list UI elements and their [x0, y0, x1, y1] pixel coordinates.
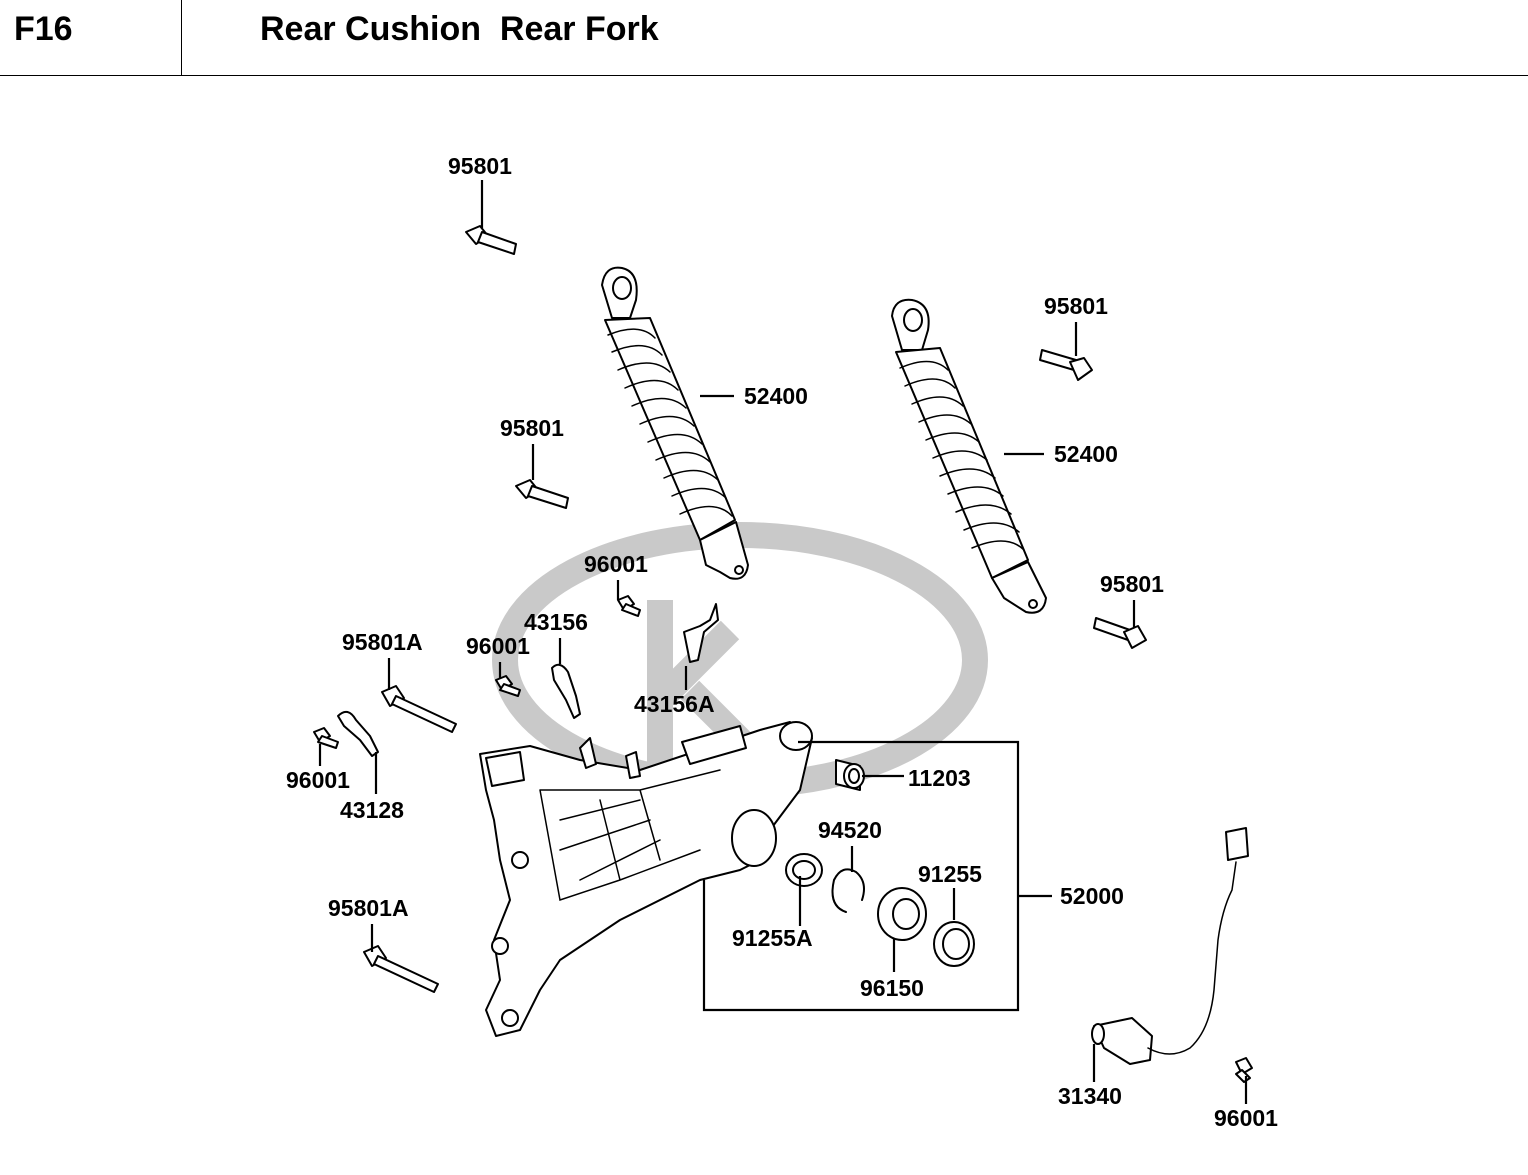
- callout-91255: 91255: [918, 861, 982, 887]
- circlip-icon: [831, 868, 865, 913]
- callout-96150: 96150: [860, 975, 924, 1001]
- bolt-icon: [465, 225, 517, 255]
- bearing-icon: [877, 887, 927, 941]
- clamp-icon: [683, 603, 719, 663]
- clamp-icon: [551, 663, 581, 719]
- callout-94520: 94520: [818, 817, 882, 843]
- rear-fork-icon: [479, 721, 813, 1037]
- bushing-icon: [835, 759, 865, 791]
- bolt-icon: [1039, 349, 1093, 381]
- callout-96001-upper: 96001: [584, 551, 648, 577]
- bolt-icon: [363, 945, 439, 993]
- callout-96001-mid: 96001: [466, 633, 530, 659]
- seal-icon: [933, 921, 975, 967]
- callout-43128: 43128: [340, 797, 404, 823]
- callout-95801-top: 95801: [448, 153, 512, 179]
- screw-icon: [313, 727, 339, 749]
- bolt-icon: [515, 479, 569, 509]
- header-divider: [181, 0, 182, 76]
- header-rule: [0, 75, 1528, 76]
- callout-96001-sensor: 96001: [1214, 1105, 1278, 1131]
- callout-91255a: 91255A: [732, 925, 813, 951]
- screw-icon: [617, 595, 641, 617]
- callout-96001-left: 96001: [286, 767, 350, 793]
- callout-52000: 52000: [1060, 883, 1124, 909]
- bolt-icon: [381, 685, 457, 733]
- section-code: F16: [14, 10, 73, 48]
- callout-43156a: 43156A: [634, 691, 715, 717]
- screw-icon: [495, 675, 521, 697]
- shock-absorber-icon: [601, 266, 749, 580]
- assembly-box: [702, 740, 1020, 1012]
- callout-52400-left: 52400: [744, 383, 808, 409]
- seal-icon: [785, 853, 823, 887]
- callout-95801a-upper: 95801A: [342, 629, 423, 655]
- leader-lines: [318, 180, 1248, 1104]
- clamp-icon: [337, 710, 379, 757]
- callout-95801-mid: 95801: [500, 415, 564, 441]
- bolt-icon: [1093, 617, 1147, 649]
- callout-11203: 11203: [908, 765, 971, 791]
- callout-95801-right-low: 95801: [1100, 571, 1164, 597]
- callout-95801a-lower: 95801A: [328, 895, 409, 921]
- callout-95801-right-top: 95801: [1044, 293, 1108, 319]
- page-header: F16 Rear Cushion Rear Fork: [0, 0, 1528, 76]
- screw-icon: [1235, 1057, 1253, 1083]
- shock-absorber-icon: [891, 298, 1047, 614]
- page-title: Rear Cushion Rear Fork: [260, 10, 659, 48]
- callout-43156: 43156: [524, 609, 588, 635]
- callout-31340: 31340: [1058, 1083, 1122, 1109]
- speed-sensor-icon: [1091, 827, 1249, 1065]
- callout-52400-right: 52400: [1054, 441, 1118, 467]
